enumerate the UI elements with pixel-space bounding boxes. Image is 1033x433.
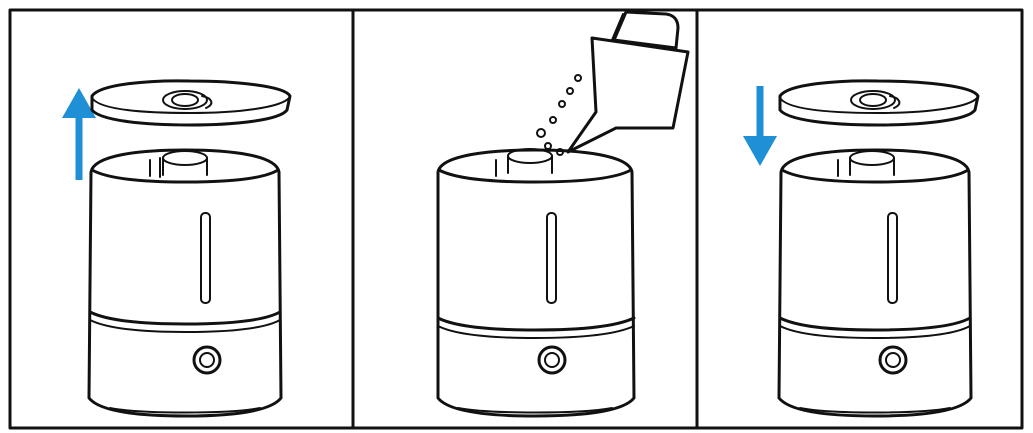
arrow-down-icon xyxy=(743,86,777,166)
water-pitcher-icon xyxy=(566,10,690,154)
control-knob xyxy=(192,345,222,375)
panel-step-1 xyxy=(62,79,292,418)
lid-knob xyxy=(171,93,199,107)
humidifier-lid xyxy=(90,79,292,127)
control-knob xyxy=(537,345,567,375)
water-drops-icon xyxy=(536,74,582,156)
humidifier-lid xyxy=(778,79,980,127)
water-level-window xyxy=(200,212,211,304)
outer-frame xyxy=(8,8,1024,430)
water-level-window xyxy=(546,212,557,304)
control-knob xyxy=(878,345,908,375)
panel-step-2 xyxy=(436,10,690,418)
arrow-up-icon xyxy=(62,88,96,180)
humidifier-body xyxy=(436,148,636,418)
lid-knob xyxy=(859,93,887,107)
water-level-window xyxy=(887,212,898,304)
humidifier-body xyxy=(87,148,283,418)
panel-step-3 xyxy=(743,79,980,418)
humidifier-body xyxy=(777,148,973,418)
